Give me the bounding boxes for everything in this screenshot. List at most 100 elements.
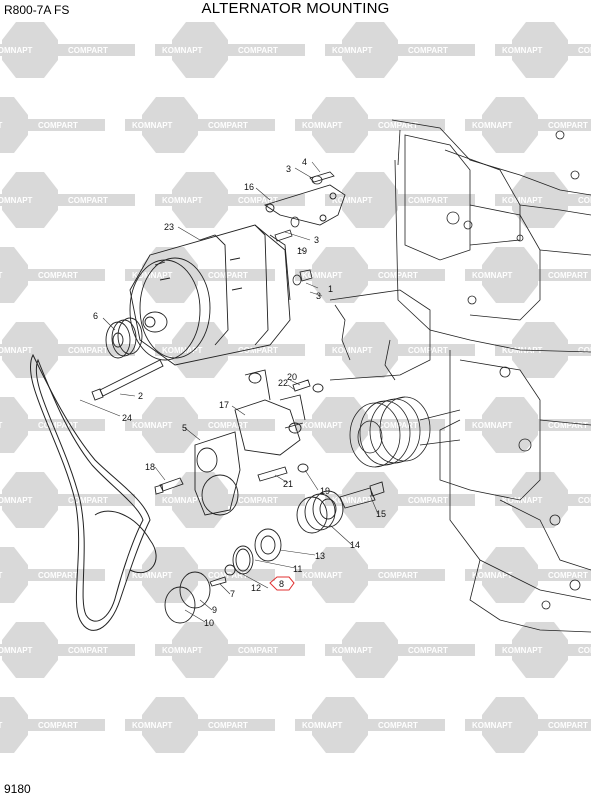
watermark-text: KOMNAPT [502, 196, 543, 205]
watermark-band [125, 419, 275, 431]
watermark-text: COMPART [378, 121, 418, 130]
callout-label: 3 [286, 164, 291, 174]
watermark-text: KOMNAPT [472, 121, 513, 130]
callout-label: 6 [93, 311, 98, 321]
watermark-text: COMPART [208, 571, 248, 580]
watermark-text: KOMNAPT [162, 646, 203, 655]
watermark-text: KOMNAPT [332, 46, 373, 55]
watermark-text: COMPART [208, 121, 248, 130]
watermark-text: KOMNAPT [132, 571, 173, 580]
watermark-text: KOMNAPT [132, 721, 173, 730]
watermark-text: COMPART [238, 496, 278, 505]
watermark-text: KOMNAPT [302, 121, 343, 130]
watermark-text: COMPART [68, 196, 108, 205]
watermark-text: COMPART [408, 346, 448, 355]
callout-label: 19 [297, 246, 307, 256]
callout-label: 16 [244, 182, 254, 192]
watermark-text: COMPART [38, 271, 78, 280]
callout-label: 7 [230, 589, 235, 599]
watermark-text: COMPART [208, 721, 248, 730]
watermark-text: COMPART [548, 271, 588, 280]
callout-label: 24 [122, 413, 132, 423]
watermark-band [325, 194, 475, 206]
watermark-text: KOMNAPT [0, 721, 3, 730]
watermark-band [125, 269, 275, 281]
watermark-band [0, 719, 105, 731]
watermark-text: KOMNAPT [472, 271, 513, 280]
watermark-band [155, 644, 305, 656]
watermark-text: COMPART [578, 646, 591, 655]
callout-label: 5 [182, 423, 187, 433]
watermark-band [155, 194, 305, 206]
watermark-text: COMPART [408, 46, 448, 55]
watermark-text: COMPART [38, 571, 78, 580]
callout-label: 3 [316, 291, 321, 301]
watermark-tile: KOMNAPT COMPART [465, 697, 591, 753]
watermark-band [0, 494, 135, 506]
watermark-text: KOMNAPT [332, 196, 373, 205]
watermark-text: COMPART [378, 721, 418, 730]
watermark-text: COMPART [548, 121, 588, 130]
watermark-text: KOMNAPT [162, 346, 203, 355]
callout-label: 18 [145, 462, 155, 472]
watermark-band [125, 119, 275, 131]
watermark-text: COMPART [38, 721, 78, 730]
watermark-band [465, 119, 591, 131]
watermark-text: KOMNAPT [162, 196, 203, 205]
watermark-tile: KOMNAPT COMPART [155, 322, 305, 378]
tensioner-assembly [154, 369, 324, 516]
watermark-band [325, 344, 475, 356]
page-title: ALTERNATOR MOUNTING [201, 0, 390, 17]
watermark-text: COMPART [548, 721, 588, 730]
watermark-text: KOMNAPT [132, 271, 173, 280]
callout-label: 15 [376, 509, 386, 519]
watermark-text: COMPART [548, 421, 588, 430]
watermark-band [495, 494, 591, 506]
watermark-text: KOMNAPT [332, 646, 373, 655]
watermark-tile: KOMNAPT COMPART [295, 97, 445, 153]
watermark-text: KOMNAPT [302, 271, 343, 280]
watermark-text: COMPART [68, 646, 108, 655]
watermark-text: KOMNAPT [502, 646, 543, 655]
highlight-marker [269, 576, 295, 591]
long-bolt [91, 359, 164, 401]
watermark-text: KOMNAPT [0, 346, 33, 355]
watermark-band [295, 569, 445, 581]
watermark-band [495, 644, 591, 656]
watermark-band [295, 719, 445, 731]
watermark-band [465, 719, 591, 731]
watermark-text: KOMNAPT [502, 46, 543, 55]
watermark-text: COMPART [38, 121, 78, 130]
callout-label: 22 [278, 378, 288, 388]
callout-label: 17 [219, 400, 229, 410]
watermark-text: COMPART [238, 196, 278, 205]
callout-label: 21 [283, 479, 293, 489]
watermark-text: COMPART [238, 346, 278, 355]
callout-label: 4 [302, 157, 307, 167]
watermark-text: KOMNAPT [472, 721, 513, 730]
drive-belt [29, 353, 157, 631]
watermark-band [325, 644, 475, 656]
watermark-text: COMPART [238, 46, 278, 55]
watermark-band [465, 569, 591, 581]
callout-label: 14 [350, 540, 360, 550]
callout-label: 20 [287, 372, 297, 382]
bracket [263, 184, 346, 226]
watermark-text: KOMNAPT [502, 346, 543, 355]
callout-label: 1 [328, 284, 333, 294]
watermark-text: KOMNAPT [0, 46, 33, 55]
